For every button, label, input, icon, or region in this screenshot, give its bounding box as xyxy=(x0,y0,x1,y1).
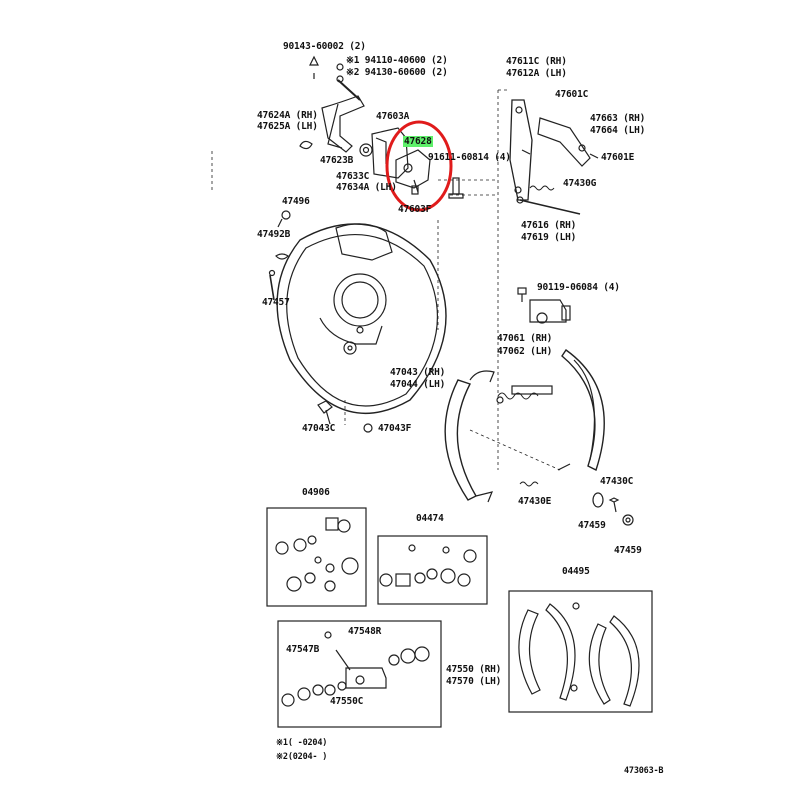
label-47061: 47061 (RH) xyxy=(497,333,553,344)
label-47496: 47496 xyxy=(282,196,310,207)
kit-box-47550 xyxy=(277,620,442,728)
label-47547B: 47547B xyxy=(286,644,320,655)
label-kit-04906: 04906 xyxy=(302,487,330,498)
label-47459-lower: 47459 xyxy=(614,545,642,556)
label-47634A: 47634A (LH) xyxy=(336,182,397,193)
kit-04474-parts xyxy=(379,544,477,587)
bolt-91611 xyxy=(448,177,464,199)
bolt-90119 xyxy=(517,287,527,302)
label-47062: 47062 (LH) xyxy=(497,346,553,357)
label-47457: 47457 xyxy=(262,297,290,308)
kit-box-04474 xyxy=(377,535,488,605)
pin-47496 xyxy=(277,210,291,228)
bracket-47628 xyxy=(395,149,431,195)
brake-shoe-right xyxy=(557,349,605,471)
label-47601C: 47601C xyxy=(555,89,589,100)
label-47664: 47664 (LH) xyxy=(590,125,646,136)
label-94110: ※1 94110-40600 (2) xyxy=(346,55,448,66)
highlighted-part-number: 47628 xyxy=(403,136,433,147)
footnote-1: ※1( -0204) xyxy=(276,738,328,748)
cup-47459b xyxy=(622,514,634,526)
label-47570: 47570 (LH) xyxy=(446,676,502,687)
label-47548R: 47548R xyxy=(348,626,382,637)
label-47603A: 47603A xyxy=(376,111,410,122)
label-91611: 91611-60814 (4) xyxy=(428,152,511,163)
label-47612A: 47612A (LH) xyxy=(506,68,567,79)
lever-47663 xyxy=(537,117,599,167)
label-47601E: 47601E xyxy=(601,152,635,163)
label-kit-04495: 04495 xyxy=(562,566,590,577)
kit-box-04906 xyxy=(266,507,367,607)
label-kit-04474: 04474 xyxy=(416,513,444,524)
label-47633C: 47633C xyxy=(336,171,370,182)
label-47550: 47550 (RH) xyxy=(446,664,502,675)
highlight-circle xyxy=(385,120,453,212)
label-47430G: 47430G xyxy=(563,178,597,189)
label-47611C: 47611C (RH) xyxy=(506,56,567,67)
label-90143: 90143-60002 (2) xyxy=(283,41,366,52)
bracket-47603A xyxy=(359,127,409,179)
clip-47492 xyxy=(275,253,289,260)
label-47492B: 47492B xyxy=(257,229,291,240)
label-47043-rh: 47043 (RH) xyxy=(390,367,446,378)
spring-47430C xyxy=(608,497,620,513)
spring-47430E xyxy=(519,481,539,487)
label-47616: 47616 (RH) xyxy=(521,220,577,231)
kit-04906-parts xyxy=(275,517,359,592)
label-47044-lh: 47044 (LH) xyxy=(390,379,446,390)
adjuster-47061 xyxy=(496,385,553,404)
wheel-cylinder-47550 xyxy=(529,299,571,324)
bolt-47043C xyxy=(317,400,333,425)
label-47623B: 47623B xyxy=(320,155,354,166)
label-47550C: 47550C xyxy=(330,696,364,707)
kit-box-04495 xyxy=(508,590,653,713)
strut-47616 xyxy=(516,196,581,215)
lever-47611 xyxy=(509,99,533,201)
label-47663: 47663 (RH) xyxy=(590,113,646,124)
label-47624A: 47624A (RH) xyxy=(257,110,318,121)
backing-plate xyxy=(276,223,447,414)
brake-shoe-left xyxy=(444,370,495,503)
label-47430E: 47430E xyxy=(518,496,552,507)
footnote-2: ※2(0204- ) xyxy=(276,752,328,762)
label-47459-upper: 47459 xyxy=(578,520,606,531)
label-47625A: 47625A (LH) xyxy=(257,121,318,132)
label-47628: 47628 xyxy=(403,136,433,147)
parking-lever xyxy=(299,95,365,153)
kit-04495-shoes xyxy=(518,602,640,707)
spring-47430G xyxy=(529,185,555,191)
kit-47550-parts xyxy=(281,631,430,707)
nut-47043F xyxy=(363,423,373,433)
label-47603F: 47603F xyxy=(398,204,432,215)
pin-47457 xyxy=(268,269,276,301)
label-94130: ※2 94130-60600 (2) xyxy=(346,67,448,78)
cup-47459a xyxy=(592,492,604,508)
label-47619: 47619 (LH) xyxy=(521,232,577,243)
label-90119: 90119-06084 (4) xyxy=(537,282,620,293)
drawing-number: 473063-B xyxy=(624,766,664,776)
label-47043F: 47043F xyxy=(378,423,412,434)
label-47043C: 47043C xyxy=(302,423,336,434)
label-47430C: 47430C xyxy=(600,476,634,487)
